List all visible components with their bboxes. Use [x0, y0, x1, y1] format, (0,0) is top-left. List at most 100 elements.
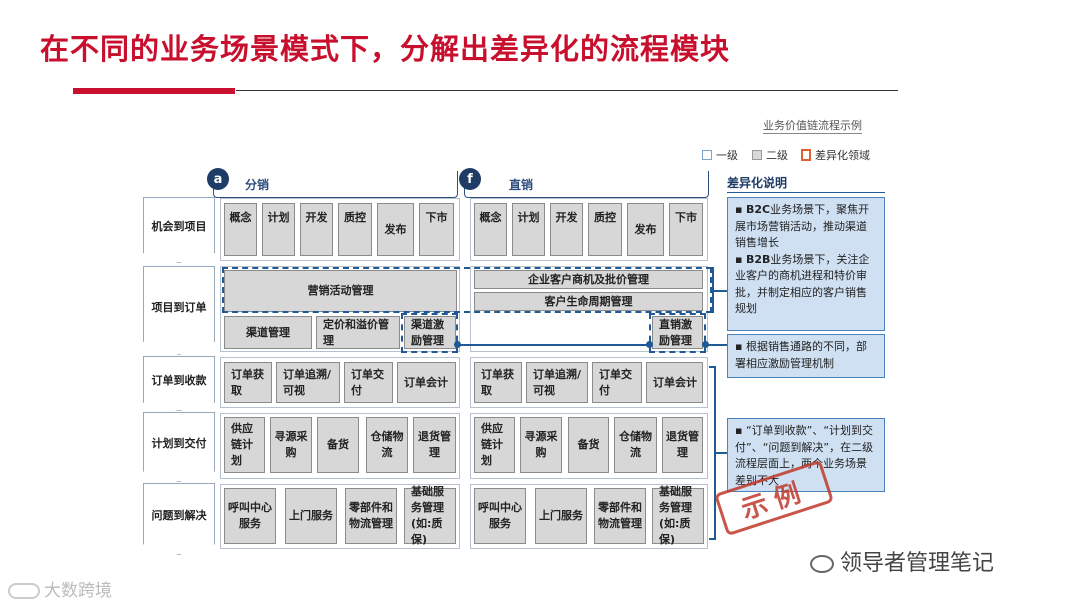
note-b2c-b2b: ▪ B2C业务场景下，聚焦开展市场营销活动，推动渠道销售增长 ▪ B2B业务场景…	[727, 197, 885, 331]
channel-incentive-box: 渠道激励管理	[404, 316, 456, 349]
row1-left-item: 质控	[338, 203, 372, 256]
row1-right-item: 概念	[474, 203, 507, 256]
row1-right-item: 开发	[550, 203, 583, 256]
row-label-project: 项目到订单	[143, 266, 215, 355]
rows3to5-bracket	[714, 366, 716, 540]
row-label-plan: 计划到交付	[143, 412, 215, 482]
row3-left-item: 订单获取	[224, 362, 272, 403]
row2-note-connector	[712, 290, 727, 292]
row4-right-item: 备货	[568, 417, 609, 473]
incentive-note-dot	[702, 341, 709, 348]
row3-left-item: 订单追溯/可视	[276, 362, 340, 403]
row4-right-item: 退货管理	[662, 417, 703, 473]
row5-left-item: 零部件和物流管理	[345, 488, 397, 544]
legend-level1-label: 一级	[716, 149, 738, 162]
diff-region-channel-incentive	[401, 313, 458, 353]
row3-right-item: 订单获取	[474, 362, 522, 403]
connector-dot-right	[646, 341, 653, 348]
legend-diff: 差异化领域	[801, 147, 870, 163]
brand-logo-icon	[8, 583, 40, 599]
note-b2c-lead: B2C	[745, 203, 771, 216]
page-title: 在不同的业务场景模式下，分解出差异化的流程模块	[40, 32, 731, 66]
notes-header: 差异化说明	[727, 176, 788, 190]
row4-left-item: 供应链计划	[224, 417, 265, 473]
direct-incentive-box: 直销激励管理	[652, 316, 703, 349]
note-similar: ▪ “订单到收款”、“计划到交付”、“问题到解决”，在二级流程层面上，两个业务场…	[727, 418, 885, 492]
diff-region-row2-top	[222, 267, 712, 313]
column-label-distribution: 分销	[245, 177, 270, 192]
note-incentive: ▪ 根据销售通路的不同，部署相应激励管理机制	[727, 334, 885, 378]
row1-left-item: 计划	[262, 203, 295, 256]
row1-left-item: 发布	[377, 203, 414, 256]
wechat-icon	[810, 555, 834, 573]
pricing-premium-box: 定价和溢价管理	[316, 316, 400, 349]
row4-left-item: 寻源采购	[270, 417, 312, 473]
legend-level2: 二级	[752, 147, 788, 163]
customer-lifecycle-box: 客户生命周期管理	[474, 292, 703, 311]
row5-left-item: 基础服务管理(如:质保)	[404, 485, 456, 546]
incentive-connector	[458, 344, 652, 346]
row4-right-item: 寻源采购	[520, 417, 562, 473]
note-b2b: ▪ B2B业务场景下，关注企业客户的商机进程和特价审批，并制定相应的客户销售规划	[735, 252, 870, 316]
note-b2c: ▪ B2C业务场景下，聚焦开展市场营销活动，推动渠道销售增长	[735, 203, 870, 249]
row3-right-item: 订单追溯/可视	[526, 362, 588, 403]
rows3to5-connector	[716, 452, 727, 454]
note-similar-text: “订单到收款”、“计划到交付”、“问题到解决”，在二级流程层面上，两个业务场景差…	[735, 424, 874, 487]
diagram-caption: 业务价值链流程示例	[763, 119, 862, 134]
row3-left-item: 订单交付	[344, 362, 393, 403]
row1-right-item: 质控	[588, 203, 622, 256]
row1-left-item: 下市	[419, 203, 454, 256]
enterprise-opportunity-box: 企业客户商机及批价管理	[474, 270, 703, 289]
row-label-order: 订单到收款	[143, 356, 215, 411]
row4-left-item: 仓储物流	[366, 417, 408, 473]
legend-level2-swatch	[752, 150, 762, 160]
incentive-note-connector	[706, 344, 727, 346]
row5-right-item: 基础服务管理(如:质保)	[652, 485, 704, 546]
row-label-opportunity: 机会到项目	[143, 197, 215, 263]
watermark-left: 大数跨境	[8, 576, 112, 601]
marketing-activity-box: 营销活动管理	[224, 270, 457, 312]
row5-right-item: 上门服务	[535, 488, 587, 544]
row-label-issue: 问题到解决	[143, 483, 215, 555]
connector-dot-left	[454, 341, 461, 348]
diff-region-direct-incentive	[649, 313, 706, 353]
rows3to5-bracket-bottom	[709, 538, 716, 540]
row1-left-item: 概念	[224, 203, 257, 256]
row4-right-item: 仓储物流	[614, 417, 657, 473]
channel-management-box: 渠道管理	[224, 316, 312, 349]
row1-right-item: 下市	[669, 203, 703, 256]
row3-right-item: 订单会计	[646, 362, 703, 403]
watermark-right: 领导者管理笔记	[810, 545, 994, 577]
badge-a: a	[207, 168, 229, 190]
row1-right-item: 发布	[627, 203, 664, 256]
column-header-direct: 直销	[464, 171, 709, 198]
row3-right-item: 订单交付	[592, 362, 642, 403]
row5-right-item: 零部件和物流管理	[594, 488, 646, 544]
watermark-right-text: 领导者管理笔记	[840, 551, 995, 576]
badge-f: f	[459, 168, 481, 190]
legend-level1-swatch	[702, 150, 712, 160]
note-b2b-text: 业务场景下，关注企业客户的商机进程和特价审批，并制定相应的客户销售规划	[735, 252, 870, 316]
title-underline-red	[73, 88, 235, 94]
column-label-direct: 直销	[509, 177, 534, 192]
note-incentive-text: 根据销售通路的不同，部署相应激励管理机制	[735, 340, 867, 370]
legend-diff-swatch	[801, 149, 811, 161]
row5-left-item: 呼叫中心服务	[224, 488, 276, 544]
row5-right-item: 呼叫中心服务	[474, 488, 526, 544]
row1-left-item: 开发	[300, 203, 333, 256]
watermark-left-text: 大数跨境	[44, 581, 112, 601]
row4-right-item: 供应链计划	[474, 417, 515, 473]
row4-left-item: 退货管理	[413, 417, 456, 473]
column-header-distribution: 分销	[213, 171, 458, 198]
row4-left-item: 备货	[317, 417, 359, 473]
legend-level1: 一级	[702, 147, 738, 163]
notes-header-rule	[727, 192, 885, 193]
row3-left-item: 订单会计	[397, 362, 456, 403]
note-b2b-lead: B2B	[745, 252, 771, 266]
legend-level2-label: 二级	[766, 149, 788, 162]
title-underline-black	[236, 90, 898, 91]
row1-right-item: 计划	[512, 203, 545, 256]
rows3to5-bracket-top	[709, 366, 716, 368]
note-b2c-text: 业务场景下，聚焦开展市场营销活动，推动渠道销售增长	[735, 203, 870, 249]
row5-left-item: 上门服务	[285, 488, 337, 544]
